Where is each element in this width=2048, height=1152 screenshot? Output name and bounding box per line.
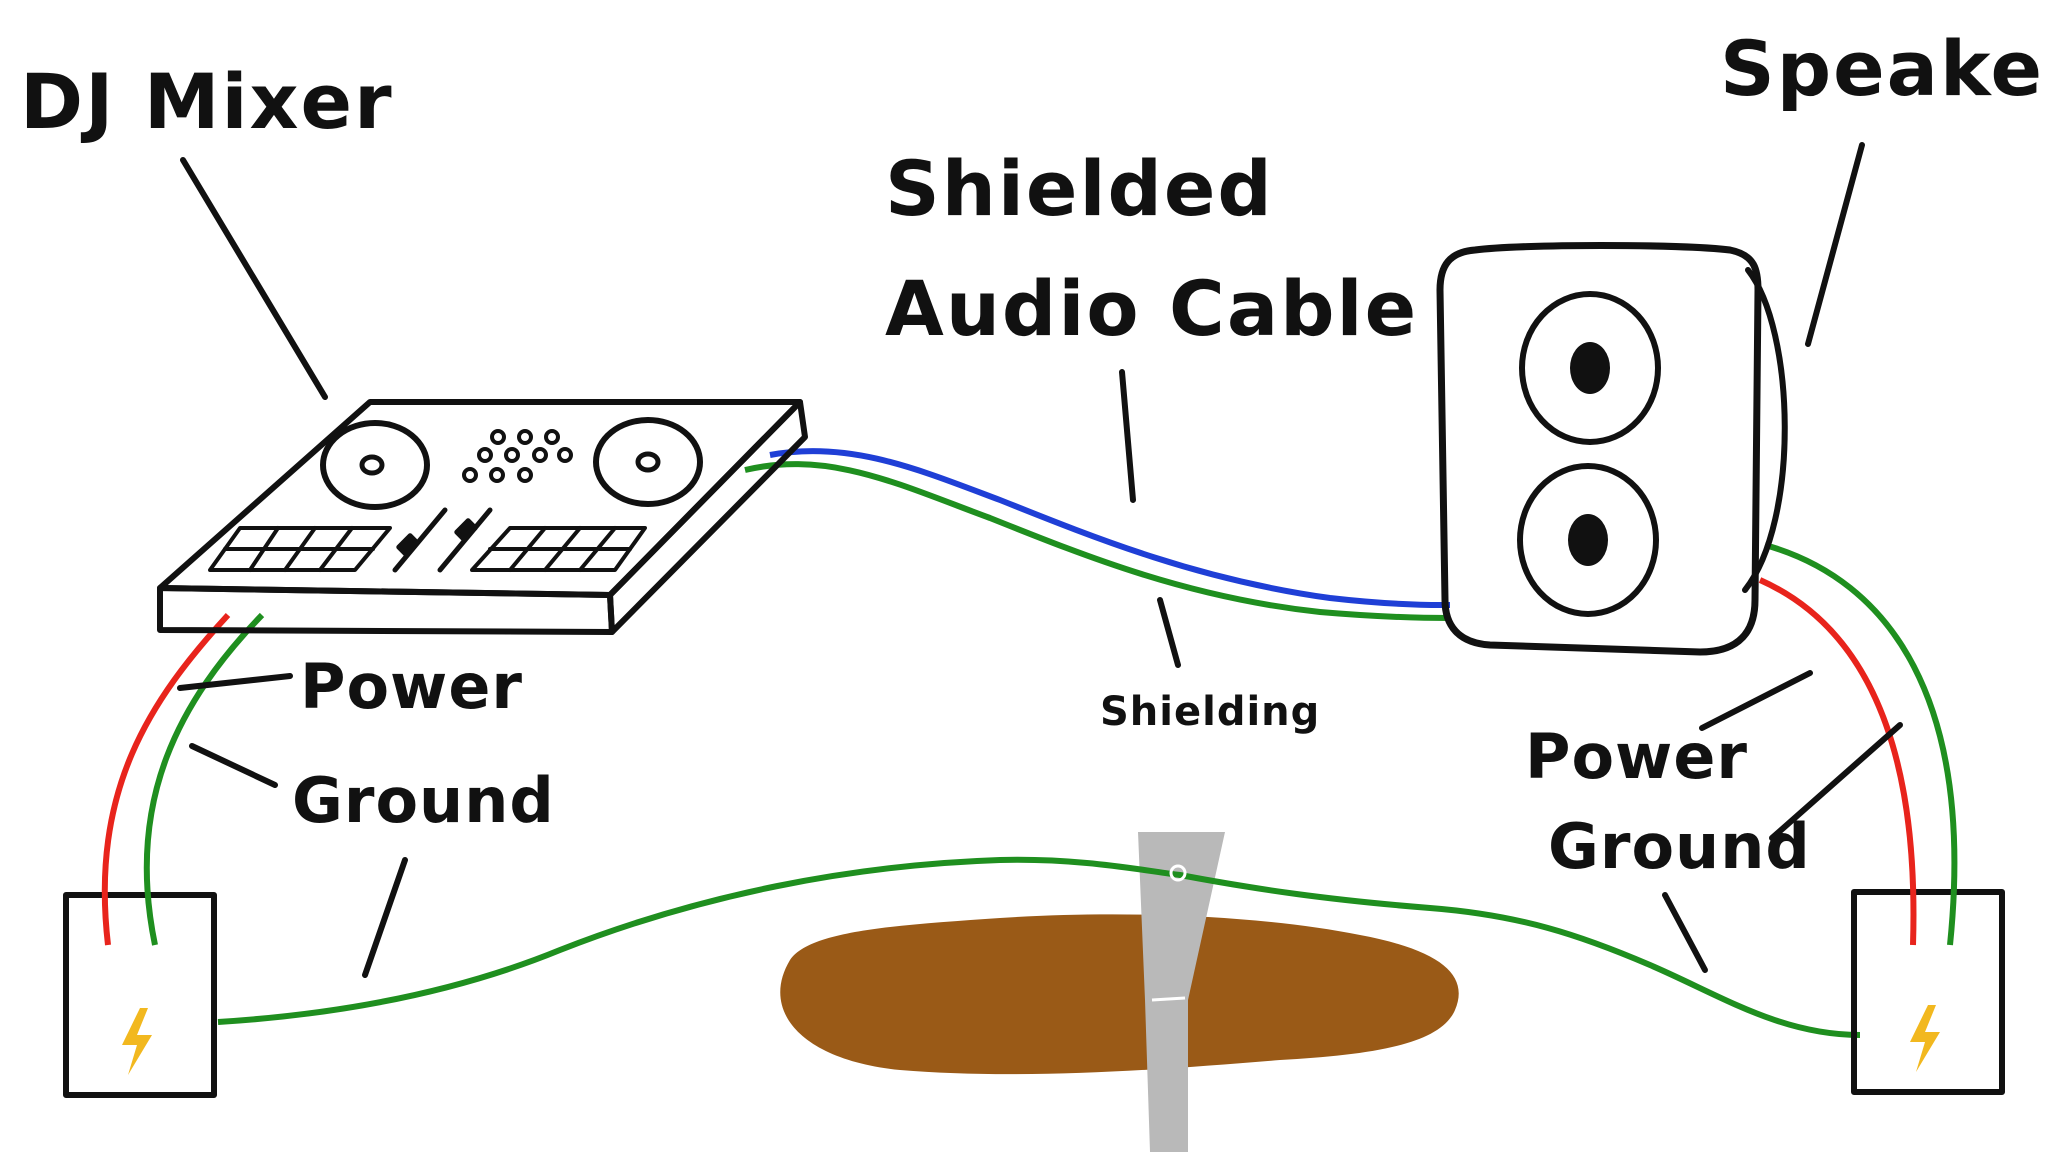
speaker <box>1436 242 1788 656</box>
ground-stake <box>1138 832 1225 1152</box>
shielding-label: Shielding <box>1100 689 1320 735</box>
lightning-bolt-icon <box>1910 1005 1940 1072</box>
audio-cable-signal <box>769 448 1451 609</box>
left-outlet <box>63 892 217 1098</box>
mixer-faders <box>392 507 493 573</box>
right-ground-label: Ground <box>1548 810 1811 883</box>
audio-cable-shielding <box>744 461 1451 621</box>
dj-mixer-label: DJ Mixer <box>20 57 394 146</box>
left-drum-pads <box>208 526 392 572</box>
left-power-wire <box>101 612 231 946</box>
speaker-woofer <box>1517 463 1659 617</box>
right-power-label: Power <box>1525 720 1748 793</box>
lightning-bolt-icon <box>122 1008 152 1075</box>
mixer-knobs <box>462 429 573 483</box>
left-power-label: Power <box>300 650 523 723</box>
leader-lines <box>177 142 1903 978</box>
earth-ground-patch <box>780 914 1459 1075</box>
left-ground-wire <box>143 612 265 946</box>
right-platter <box>593 417 703 507</box>
left-ground-label: Ground <box>292 764 555 837</box>
right-ground-wire <box>1764 542 1958 946</box>
right-power-wire <box>1758 577 1917 946</box>
cable-label-line2: Audio Cable <box>885 264 1418 353</box>
cable-label-line1: Shielded <box>885 144 1274 233</box>
right-outlet <box>1851 889 2005 1095</box>
dj-mixer <box>157 399 808 635</box>
main-ground-wire <box>217 856 1861 1038</box>
right-drum-pads <box>470 526 647 572</box>
speaker-tweeter <box>1519 291 1661 445</box>
left-platter <box>320 420 430 510</box>
speaker-label: Speaker <box>1720 24 2048 113</box>
